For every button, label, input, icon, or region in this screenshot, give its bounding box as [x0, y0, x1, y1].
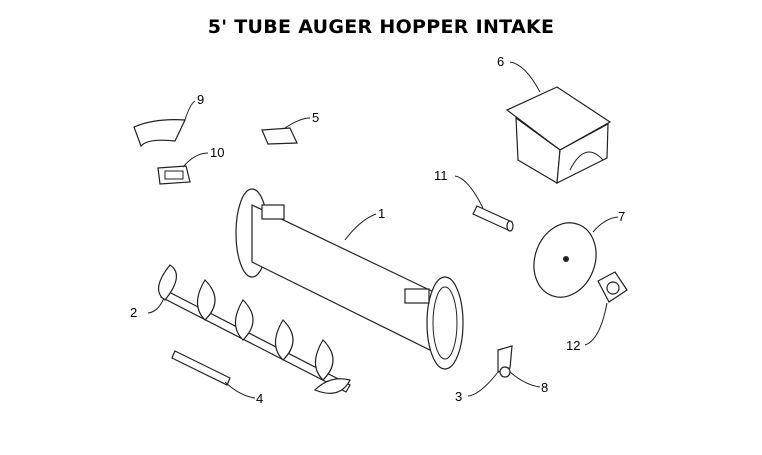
diagram-title: 5' TUBE AUGER HOPPER INTAKE [207, 16, 555, 38]
callout-2: 2 [130, 305, 137, 320]
callout-10: 10 [210, 145, 224, 160]
part-12-bearing: 12 [566, 271, 628, 353]
part-5-plate: 5 [261, 110, 319, 145]
part-11-pin: 11 [434, 168, 514, 232]
part-10-plate: 10 [157, 145, 224, 185]
callout-1: 1 [378, 206, 385, 221]
callout-4: 4 [256, 391, 263, 406]
callout-3: 3 [455, 389, 462, 404]
part-3-8-hanger: 3 8 [455, 345, 548, 404]
callout-8: 8 [541, 380, 548, 395]
callout-6: 6 [497, 54, 504, 69]
part-2-auger: 2 [130, 264, 351, 394]
callout-12: 12 [566, 338, 580, 353]
part-4-shaft: 4 [171, 350, 263, 406]
callout-5: 5 [312, 110, 319, 125]
part-1-tube: 1 [235, 188, 464, 370]
part-9-cover: 9 [133, 92, 204, 148]
part-6-hopper: 6 [497, 54, 612, 185]
callout-11: 11 [434, 168, 448, 183]
callout-9: 9 [197, 92, 204, 107]
part-7-disc: 7 [533, 209, 625, 298]
callout-7: 7 [618, 209, 625, 224]
